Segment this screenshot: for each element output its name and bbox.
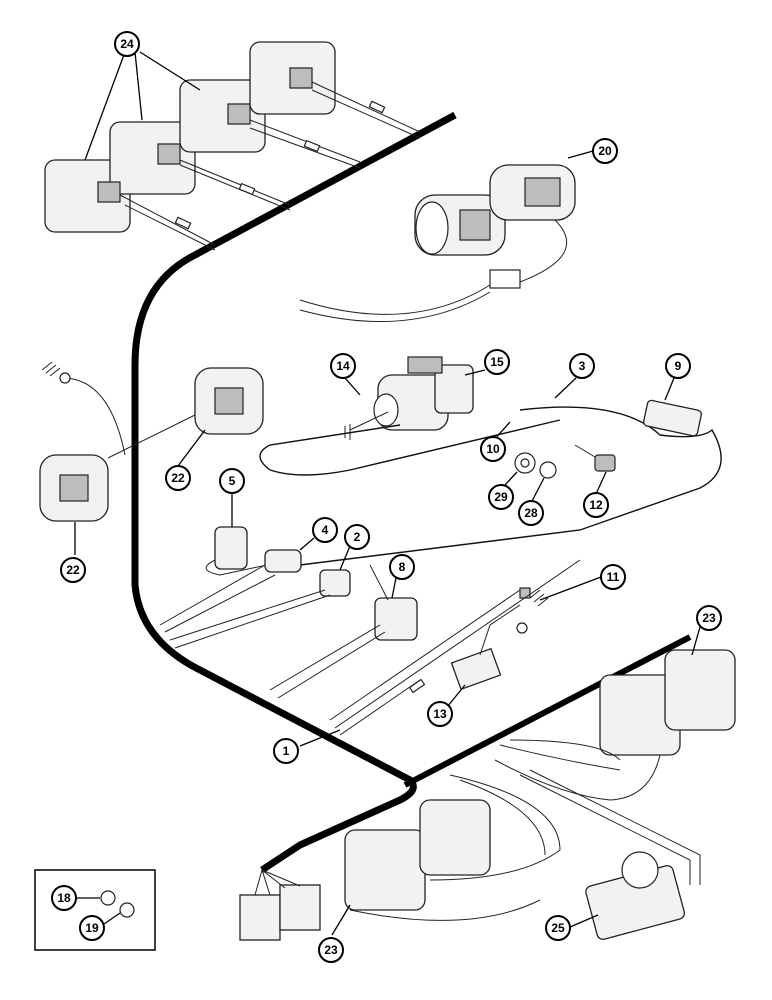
key-switch [205, 526, 291, 576]
sender-unit [642, 399, 702, 437]
svg-text:13: 13 [433, 707, 447, 721]
callout-23-upper: 23 [696, 605, 722, 631]
svg-text:1: 1 [283, 744, 290, 758]
svg-text:8: 8 [399, 560, 406, 574]
front-work-lamps [39, 361, 264, 522]
main-harness [131, 111, 457, 873]
svg-text:28: 28 [524, 506, 538, 520]
callout-4: 4 [312, 517, 338, 543]
loop-wire-lower [269, 419, 561, 476]
rear-lamps-upper [494, 649, 736, 801]
solenoid-assembly [344, 356, 474, 440]
callout-25: 25 [545, 915, 571, 941]
svg-text:25: 25 [551, 921, 565, 935]
rear-roof-lamps [44, 41, 336, 233]
callout-2: 2 [344, 524, 370, 550]
svg-text:19: 19 [85, 921, 99, 935]
svg-text:4: 4 [322, 523, 329, 537]
svg-text:24: 24 [120, 37, 134, 51]
svg-text:14: 14 [336, 359, 350, 373]
svg-text:2: 2 [354, 530, 361, 544]
callout-3: 3 [569, 353, 595, 379]
svg-text:23: 23 [324, 943, 338, 957]
callout-5: 5 [219, 468, 245, 494]
callout-1: 1 [273, 738, 299, 764]
callout-28: 28 [518, 500, 544, 526]
callout-10: 10 [480, 436, 506, 462]
callout-9: 9 [665, 353, 691, 379]
multi-pin-connector [239, 869, 321, 941]
callout-14: 14 [330, 353, 356, 379]
callout-12: 12 [583, 492, 609, 518]
callout-22-upper: 22 [165, 465, 191, 491]
leader-lines [74, 51, 703, 936]
switch-hardware [514, 444, 616, 479]
callout-22-lower: 22 [60, 557, 86, 583]
svg-text:29: 29 [494, 490, 508, 504]
ground-bracket [450, 587, 549, 691]
blower-motor [299, 164, 576, 323]
rocker-switches [159, 549, 418, 699]
svg-text:10: 10 [486, 442, 500, 456]
callout-20: 20 [592, 138, 618, 164]
svg-text:23: 23 [702, 611, 716, 625]
branch-wires [329, 559, 581, 736]
callout-24: 24 [114, 31, 140, 57]
callout-11: 11 [600, 564, 626, 590]
callout-15: 15 [484, 349, 510, 375]
callout-18: 18 [51, 885, 77, 911]
callout-8: 8 [389, 554, 415, 580]
roof-lamp-wires [119, 81, 421, 251]
callout-19: 19 [79, 915, 105, 941]
svg-text:22: 22 [171, 471, 185, 485]
callout-29: 29 [488, 484, 514, 510]
svg-text:5: 5 [229, 474, 236, 488]
svg-text:3: 3 [579, 359, 586, 373]
svg-text:12: 12 [589, 498, 603, 512]
loop-wire [259, 406, 722, 566]
svg-text:15: 15 [490, 355, 504, 369]
rear-switch-assembly [519, 769, 701, 940]
svg-text:18: 18 [57, 891, 71, 905]
svg-text:9: 9 [675, 359, 682, 373]
callout-23-lower: 23 [318, 937, 344, 963]
rear-lamps-lower [344, 774, 561, 921]
rear-harness-branch [403, 634, 692, 788]
svg-text:22: 22 [66, 563, 80, 577]
callout-13: 13 [427, 701, 453, 727]
svg-text:11: 11 [607, 570, 620, 584]
svg-text:20: 20 [598, 144, 612, 158]
